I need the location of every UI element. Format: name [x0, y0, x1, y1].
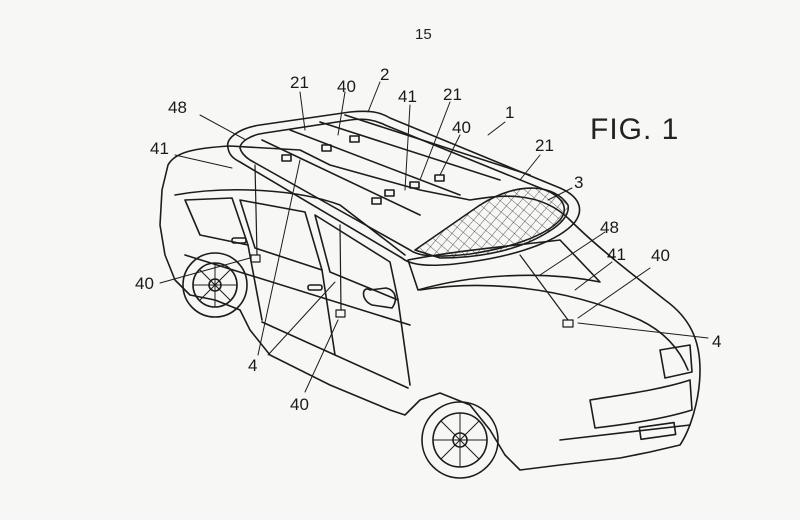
side-mirror — [362, 287, 397, 309]
grille — [589, 379, 693, 429]
clamp-6 — [434, 174, 445, 182]
crossbar-1 — [261, 139, 421, 216]
roof-side — [174, 189, 406, 256]
net-panel — [414, 187, 570, 259]
car-outline — [159, 145, 701, 471]
ref-label-40-right: 40 — [651, 246, 670, 265]
cable-front — [519, 254, 569, 321]
front-door-window — [314, 214, 399, 301]
cables — [250, 164, 574, 328]
ref-label-40-bottom: 40 — [290, 395, 309, 414]
clamp-2 — [321, 144, 332, 152]
headlight — [659, 344, 693, 379]
ref-label-48-top: 48 — [168, 98, 187, 117]
clamp-7 — [371, 197, 382, 205]
clamp-3 — [349, 135, 360, 143]
ref-label-2: 2 — [380, 65, 390, 84]
ref-label-21-top: 21 — [290, 73, 309, 92]
ref-label-40-left: 40 — [135, 274, 154, 293]
hood-line — [419, 284, 689, 371]
ref-label-48-right: 48 — [600, 218, 619, 237]
side-crease — [184, 254, 411, 326]
sill-line — [261, 321, 409, 389]
ref-label-41-left: 41 — [150, 139, 169, 158]
ref-label-3: 3 — [574, 173, 584, 192]
leader-lines — [159, 81, 709, 393]
ref-label-41-top: 41 — [398, 87, 417, 106]
sensor-front — [562, 319, 574, 328]
page-number: 15 — [415, 26, 432, 43]
ref-label-1: 1 — [505, 103, 515, 122]
crossbar-4 — [344, 114, 531, 176]
crossbar-2 — [289, 129, 461, 196]
door-handle-mid — [307, 284, 323, 291]
clamp-5 — [409, 181, 420, 189]
ref-label-41-right: 41 — [607, 245, 626, 264]
sensor-left — [250, 254, 261, 263]
clamp-4 — [384, 189, 395, 197]
crossbar-3 — [319, 121, 501, 181]
ref-label-4-center: 4 — [248, 356, 258, 375]
car-body — [159, 145, 701, 471]
front-wheel — [421, 401, 499, 479]
ref-label-21-right: 21 — [535, 136, 554, 155]
ref-label-4-right: 4 — [712, 332, 722, 351]
rear-door-window — [239, 199, 323, 271]
rear-wheel — [182, 252, 248, 318]
door-line-1 — [247, 244, 263, 321]
rack-frame-outer — [226, 110, 581, 266]
cable-mid — [339, 224, 342, 311]
figure-title: FIG. 1 — [590, 113, 680, 146]
door-line-3 — [397, 299, 411, 386]
cable-left — [254, 164, 258, 256]
roof-rack — [226, 110, 581, 266]
clamp-1 — [281, 154, 292, 162]
ref-label-21-mid: 21 — [443, 85, 462, 104]
ref-label-40-mid: 40 — [452, 118, 471, 137]
front-bumper — [559, 424, 691, 441]
door-handle-rear — [231, 237, 247, 244]
license-plate — [638, 421, 677, 441]
ref-label-40-top: 40 — [337, 77, 356, 96]
sensor-mid — [335, 309, 346, 318]
door-line-2 — [321, 269, 336, 356]
